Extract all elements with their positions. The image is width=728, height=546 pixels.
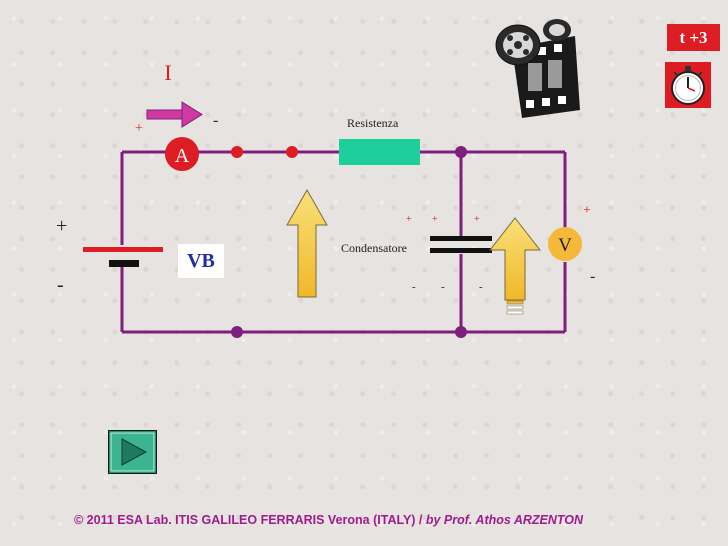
switch-terminal-left[interactable] xyxy=(231,146,243,158)
battery-minus-sign: - xyxy=(57,274,64,296)
film-reel-icon xyxy=(495,19,580,118)
time-step-button[interactable]: t +3 xyxy=(667,24,720,51)
voltmeter-label: V xyxy=(558,235,572,256)
node-bottom-right xyxy=(455,326,467,338)
capacitor-charge-minus-3: - xyxy=(479,281,483,293)
capacitor-plate-bottom xyxy=(430,248,492,253)
current-arrow xyxy=(146,101,203,128)
capacitor-charge-plus-2: + xyxy=(432,214,438,225)
potential-arrow-left xyxy=(286,188,328,298)
capacitor-charge-minus-1: - xyxy=(412,281,416,293)
resistor-label: Resistenza xyxy=(347,116,399,130)
ammeter xyxy=(165,137,199,171)
ammeter-minus-sign: - xyxy=(213,112,218,129)
voltmeter xyxy=(548,227,582,261)
current-label: I xyxy=(164,60,171,85)
switch-terminal-right[interactable] xyxy=(286,146,298,158)
stopwatch-button[interactable] xyxy=(665,62,711,108)
resistor xyxy=(339,139,420,165)
capacitor-charge-plus-3: + xyxy=(474,214,480,225)
node-bottom-left xyxy=(231,326,243,338)
time-step-label: t +3 xyxy=(679,27,708,47)
footer-copyright: © 2011 ESA Lab. ITIS GALILEO FERRARIS Ve… xyxy=(74,513,426,527)
capacitor-plate-top xyxy=(430,236,492,241)
capacitor-voltage-arrow xyxy=(488,217,542,315)
battery-positive-plate xyxy=(83,247,163,252)
ammeter-label: A xyxy=(175,145,190,167)
battery-voltage-label: VB xyxy=(178,244,224,278)
battery-plus-sign: + xyxy=(56,215,67,237)
play-icon xyxy=(108,430,157,474)
node-top xyxy=(455,146,467,158)
capacitor-label: Condensatore xyxy=(341,241,407,255)
battery-negative-plate xyxy=(109,260,139,267)
voltmeter-plus-sign: + xyxy=(583,203,591,218)
copyright-footer: © 2011 ESA Lab. ITIS GALILEO FERRARIS Ve… xyxy=(74,513,583,527)
stopwatch-icon xyxy=(671,66,705,105)
capacitor-charge-plus-1: + xyxy=(406,214,412,225)
ammeter-plus-sign: + xyxy=(135,121,143,136)
play-button[interactable] xyxy=(108,430,157,474)
capacitor-charge-minus-2: - xyxy=(441,281,445,293)
footer-author: by Prof. Athos ARZENTON xyxy=(425,513,584,527)
voltmeter-minus-sign: - xyxy=(590,268,595,285)
